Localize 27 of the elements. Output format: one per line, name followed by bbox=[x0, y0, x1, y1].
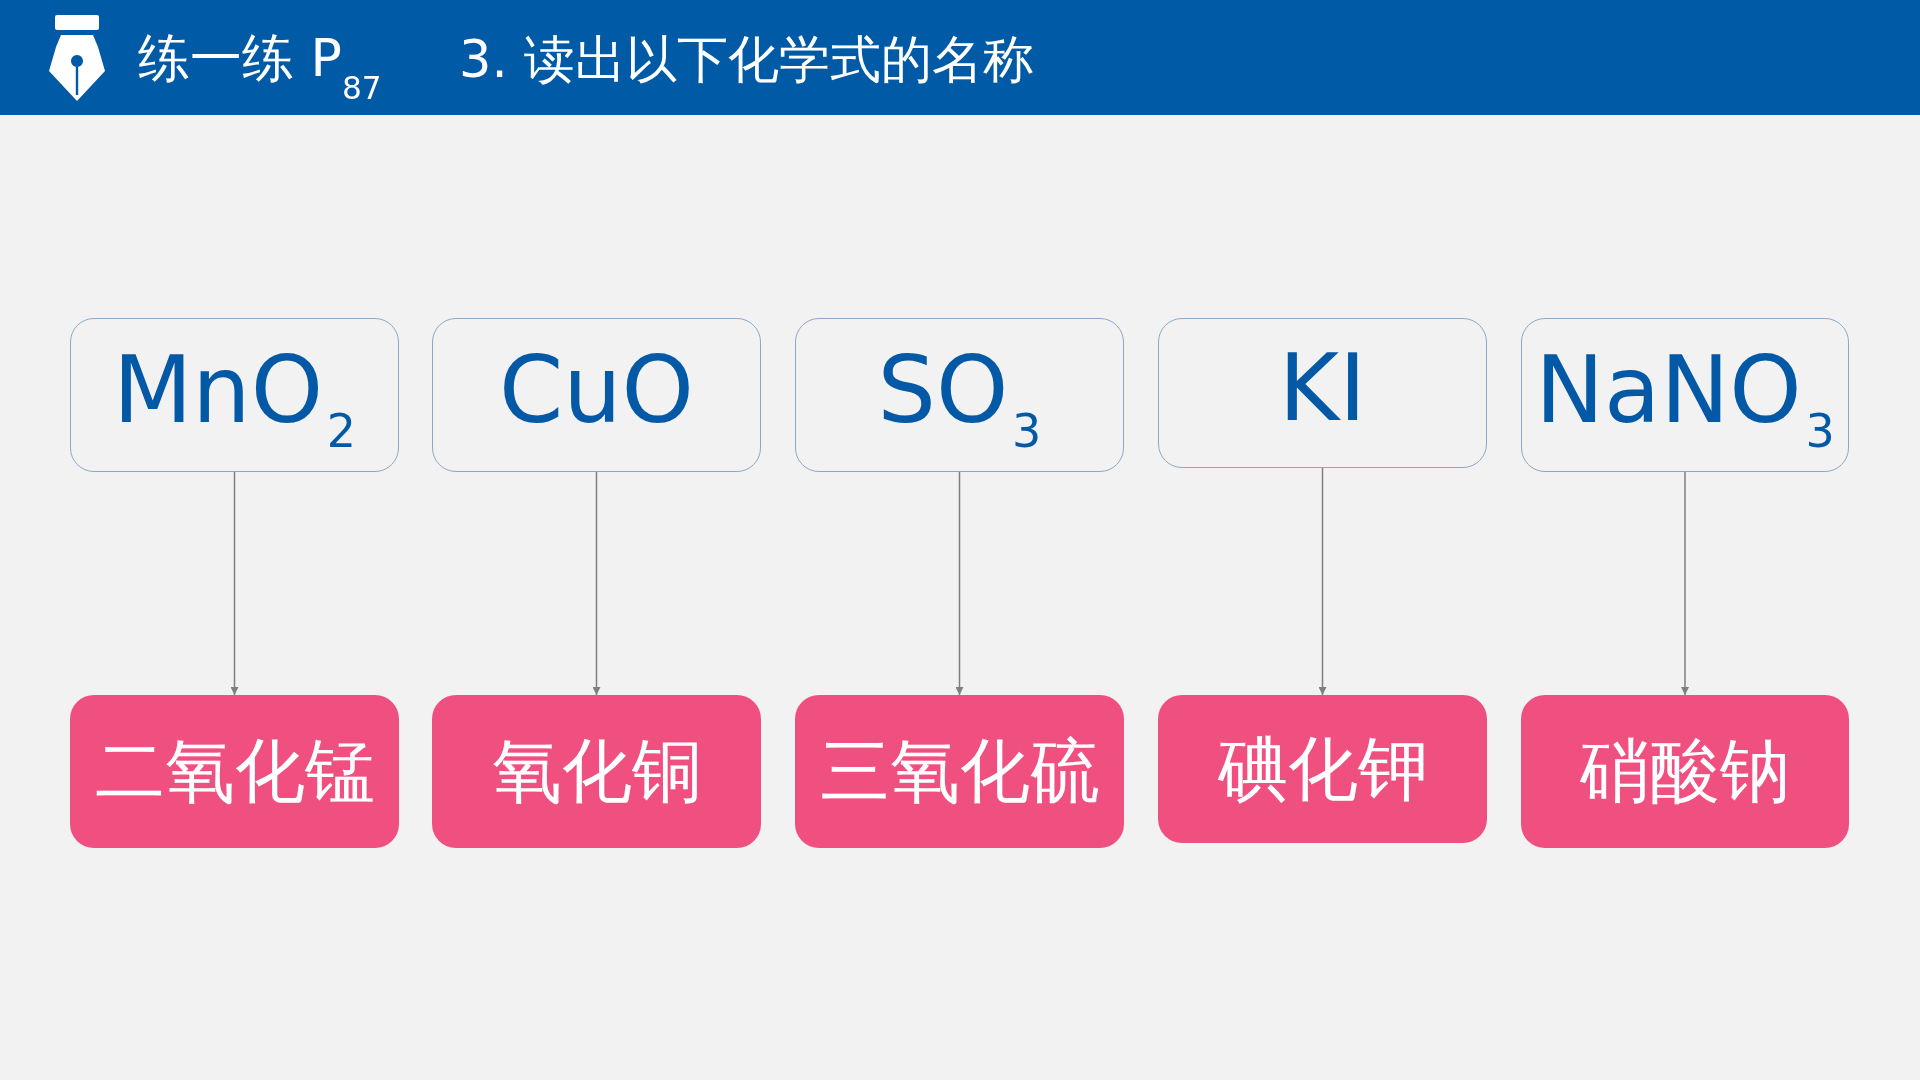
formula-box bbox=[1521, 318, 1849, 472]
arrow bbox=[955, 471, 964, 696]
arrow bbox=[230, 471, 239, 696]
formula-text: KI bbox=[1278, 334, 1367, 444]
name-card bbox=[1521, 695, 1849, 848]
formula-text: MnO$_{2}$ bbox=[112, 336, 357, 459]
arrow bbox=[1681, 471, 1689, 696]
name-card bbox=[432, 695, 761, 848]
formula-text: CuO bbox=[499, 336, 694, 446]
name-card bbox=[795, 695, 1124, 848]
formula-box bbox=[70, 318, 399, 472]
compound-name: 三氧化硫 bbox=[819, 733, 1100, 810]
slide-title: 3. 读出以下化学式的名称 bbox=[459, 30, 1034, 90]
compound-name: 氧化铜 bbox=[491, 733, 702, 810]
formula-box bbox=[795, 318, 1124, 472]
formula-text: NaNO$_{3}$ bbox=[1535, 336, 1835, 459]
formula-box bbox=[432, 318, 761, 472]
compound-name: 硝酸钠 bbox=[1580, 733, 1790, 810]
formula-box bbox=[1158, 318, 1487, 468]
compound-name: 碘化钾 bbox=[1217, 730, 1428, 808]
compound-name: 二氧化锰 bbox=[94, 733, 375, 810]
section-label: 练一练 P$_{87}$ bbox=[138, 28, 382, 109]
arrow bbox=[592, 471, 601, 696]
formula-text: SO$_{3}$ bbox=[877, 336, 1042, 459]
arrow bbox=[1318, 467, 1327, 696]
name-card bbox=[1158, 695, 1487, 843]
name-card bbox=[70, 695, 399, 848]
